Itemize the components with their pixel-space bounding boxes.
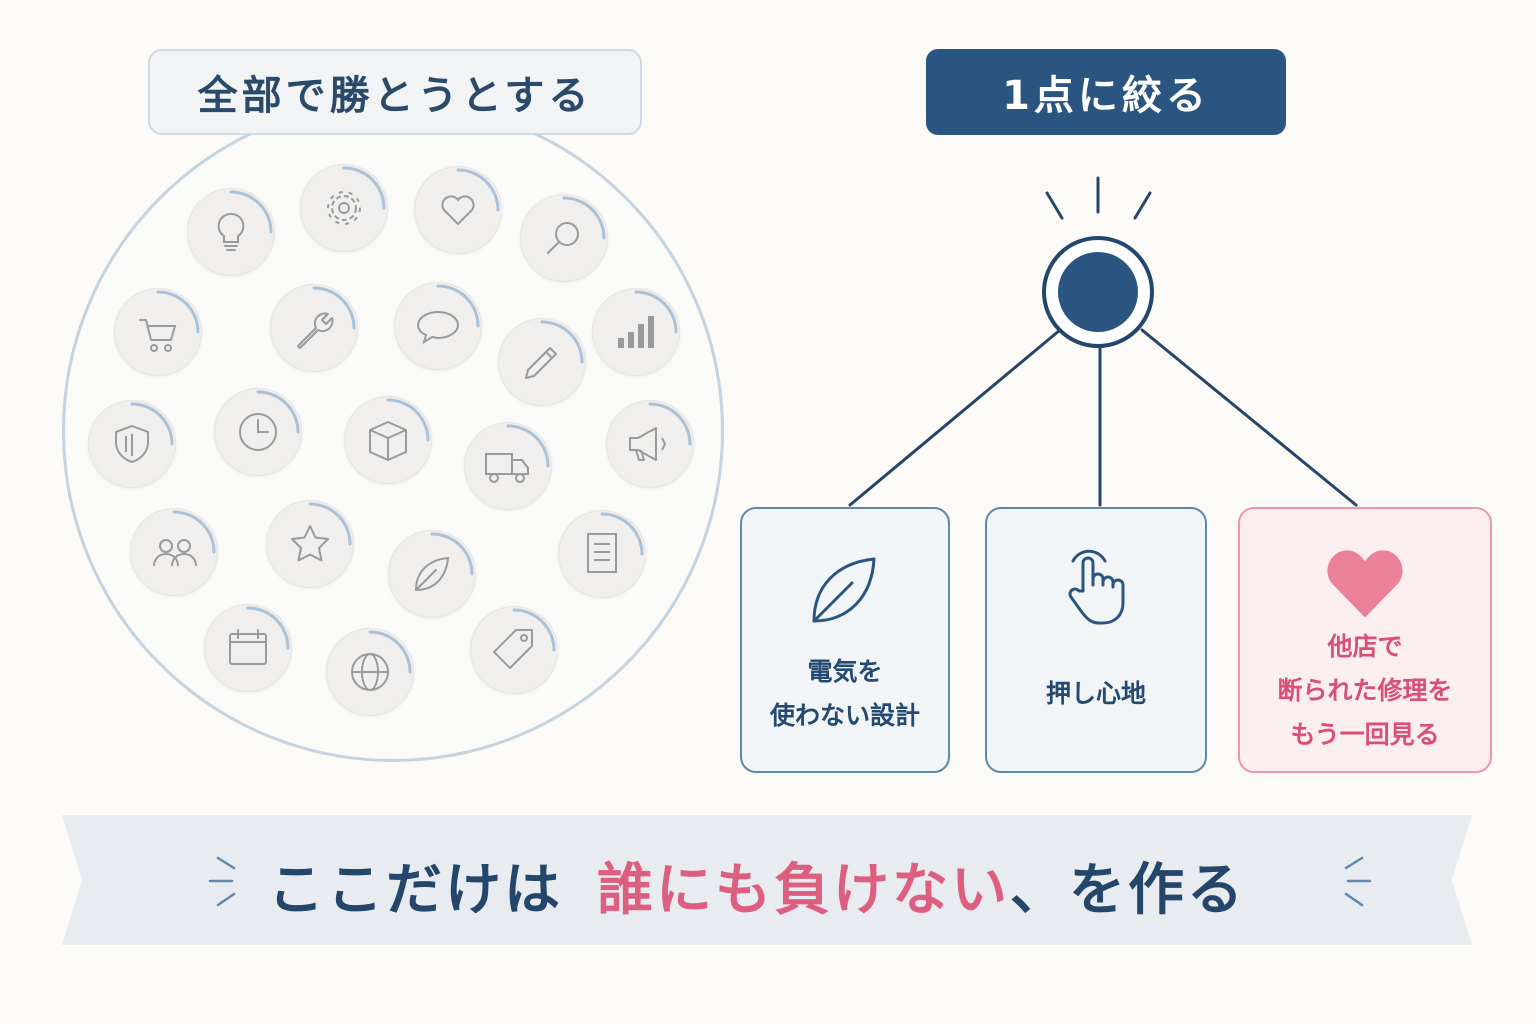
wrench-icon — [270, 284, 358, 372]
sparkle-icon-left — [208, 856, 236, 907]
card-label: 電気を 使わない設計 — [769, 657, 920, 730]
card-press-feel: 押し心地 — [985, 507, 1207, 773]
card-label: 他店で 断られた修理を もう一回見る — [1277, 632, 1453, 749]
tag-icon — [470, 606, 558, 694]
leaf-icon — [812, 557, 876, 623]
star-icon — [266, 500, 354, 588]
banner-suffix: 、を作る — [1010, 857, 1246, 923]
spark-line-left — [1045, 191, 1064, 220]
search-icon — [520, 194, 608, 282]
people-icon — [130, 508, 218, 596]
pencil-icon — [498, 318, 586, 406]
focus-dot — [1058, 252, 1138, 332]
card-label: 押し心地 — [1045, 679, 1146, 708]
bar-chart-icon — [592, 288, 680, 376]
lightbulb-icon — [187, 188, 275, 276]
branch-line-left — [848, 328, 1062, 507]
globe-icon — [326, 628, 414, 716]
banner-emphasis: 誰にも負けない — [597, 857, 1010, 923]
shield-icon — [88, 400, 176, 488]
calendar-icon — [204, 604, 292, 692]
leaf-icon — [388, 530, 476, 618]
card-repair-refused: 他店で 断られた修理を もう一回見る — [1238, 507, 1492, 773]
gear-icon — [300, 164, 388, 252]
document-icon — [558, 510, 646, 598]
heart-icon — [1327, 550, 1403, 618]
sparkle-icon-right — [1344, 856, 1372, 907]
chat-icon — [394, 282, 482, 370]
branch-line-right — [1140, 328, 1358, 507]
box-icon — [344, 396, 432, 484]
banner-prefix: ここだけは — [268, 857, 563, 923]
truck-icon — [464, 422, 552, 510]
card-no-electricity: 電気を 使わない設計 — [740, 507, 950, 773]
banner-message: ここだけは 誰にも負けない 、を作る — [268, 840, 1246, 930]
icon-cluster — [0, 0, 694, 716]
megaphone-icon — [606, 400, 694, 488]
spark-line-right — [1133, 191, 1152, 220]
cart-icon — [114, 288, 202, 376]
hand-pointer-icon — [1068, 549, 1125, 625]
right-title: 1点に絞る — [926, 49, 1286, 135]
heart-icon — [414, 166, 502, 254]
left-title: 全部で勝とうとする — [148, 49, 642, 135]
clock-icon — [214, 388, 302, 476]
